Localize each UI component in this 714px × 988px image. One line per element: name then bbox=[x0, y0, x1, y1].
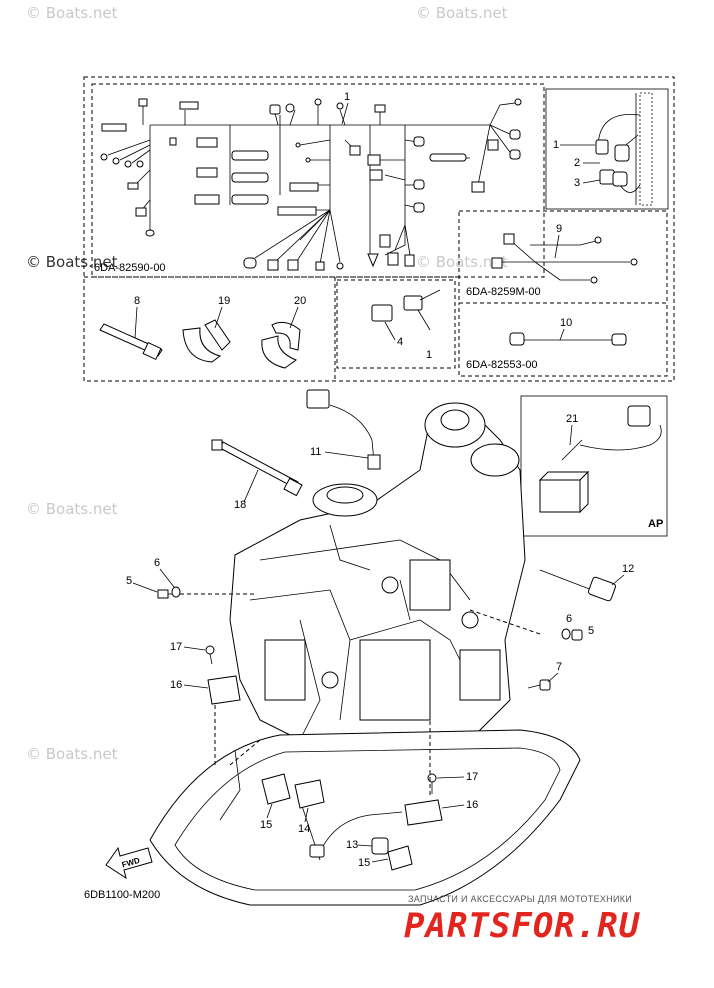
washer-6-right bbox=[561, 628, 571, 640]
harness-13 bbox=[309, 811, 403, 858]
callout-7: 7 bbox=[556, 661, 562, 673]
grommet-15-left bbox=[261, 773, 291, 805]
bolt-17-left bbox=[205, 645, 215, 665]
callout-15-right: 15 bbox=[358, 857, 370, 869]
callout-20: 20 bbox=[294, 295, 306, 307]
sub-box-4 bbox=[336, 279, 456, 369]
callout-1-top: 1 bbox=[344, 91, 350, 103]
clamp-19 bbox=[182, 319, 231, 363]
inset-box bbox=[545, 88, 669, 210]
holder-16-right bbox=[404, 799, 443, 826]
callout-16-right: 16 bbox=[466, 799, 478, 811]
callouts: 1 1 2 3 9 8 19 20 4 1 10 11 21 18 5 6 12… bbox=[126, 91, 634, 869]
callout-17-left: 17 bbox=[170, 641, 182, 653]
watermark-top-right: © Boats.net bbox=[416, 4, 508, 22]
bottom-cowling bbox=[149, 729, 581, 906]
engine-block bbox=[229, 402, 526, 756]
harness-9-box bbox=[458, 210, 668, 304]
watermark-low-left: © Boats.net bbox=[26, 745, 118, 763]
washer-6-left bbox=[171, 586, 181, 598]
callout-6-right: 6 bbox=[566, 613, 572, 625]
kit-code-harness: 6DA-82590-00 bbox=[94, 262, 166, 274]
dashed-leaders bbox=[180, 593, 541, 795]
kit-code-harness-9: 6DA-8259M-00 bbox=[466, 286, 541, 298]
callout-1-sub: 1 bbox=[426, 349, 432, 361]
footer-tagline: ЗАПЧАСТИ И АКСЕССУАРЫ ДЛЯ МОТОТЕХНИКИ bbox=[408, 894, 633, 904]
ap-label: AP bbox=[648, 518, 663, 530]
callout-5-right: 5 bbox=[588, 625, 594, 637]
diagram-code: 6DB1100-M200 bbox=[84, 889, 161, 901]
callout-16-left: 16 bbox=[170, 679, 182, 691]
callout-1-inset: 1 bbox=[553, 139, 559, 151]
callout-13: 13 bbox=[346, 839, 358, 851]
harness-10 bbox=[509, 332, 627, 346]
cap-14 bbox=[294, 779, 325, 809]
callout-3-inset: 3 bbox=[574, 177, 580, 189]
watermark-top-left: © Boats.net bbox=[26, 4, 118, 22]
fwd-arrow-icon: FWD bbox=[105, 846, 153, 880]
bolt-5-right bbox=[571, 629, 583, 641]
ap-box bbox=[520, 395, 668, 537]
bolt-7 bbox=[527, 679, 551, 691]
callout-8: 8 bbox=[134, 295, 140, 307]
callout-2-inset: 2 bbox=[574, 157, 580, 169]
callout-11: 11 bbox=[310, 446, 321, 458]
grommet-15-right bbox=[387, 845, 413, 871]
callout-21: 21 bbox=[566, 413, 578, 425]
clamp-20 bbox=[261, 321, 301, 369]
callout-18: 18 bbox=[234, 499, 246, 511]
watermark-mid-left: © Boats.net bbox=[26, 253, 118, 271]
connector-4 bbox=[371, 289, 441, 331]
callout-10: 10 bbox=[560, 317, 572, 329]
kit-code-harness-10: 6DA-82553-00 bbox=[466, 359, 538, 371]
kit-outer-box bbox=[83, 76, 675, 382]
harness-9 bbox=[491, 233, 638, 284]
watermark-center-left: © Boats.net bbox=[26, 500, 118, 518]
sensor-12 bbox=[539, 569, 617, 602]
callout-19: 19 bbox=[218, 295, 230, 307]
sensor-18 bbox=[211, 439, 303, 497]
callout-14: 14 bbox=[298, 823, 310, 835]
cable-tie-8 bbox=[99, 323, 163, 361]
partsfor-logo: PARTSFOR.RU bbox=[404, 906, 641, 946]
callout-15-left: 15 bbox=[260, 819, 272, 831]
callout-12: 12 bbox=[622, 563, 634, 575]
holder-16-left bbox=[207, 675, 241, 705]
sensor-11 bbox=[306, 389, 381, 470]
main-wire-harness bbox=[100, 98, 522, 271]
callout-4: 4 bbox=[397, 336, 403, 348]
callout-9: 9 bbox=[556, 223, 562, 235]
watermark-mid-right: © Boats.net bbox=[416, 253, 508, 271]
callout-5-left: 5 bbox=[126, 575, 132, 587]
harness-10-box bbox=[458, 302, 668, 377]
callout-17-right: 17 bbox=[466, 771, 478, 783]
inset-detail bbox=[560, 92, 653, 206]
callout-6-left: 6 bbox=[154, 557, 160, 569]
